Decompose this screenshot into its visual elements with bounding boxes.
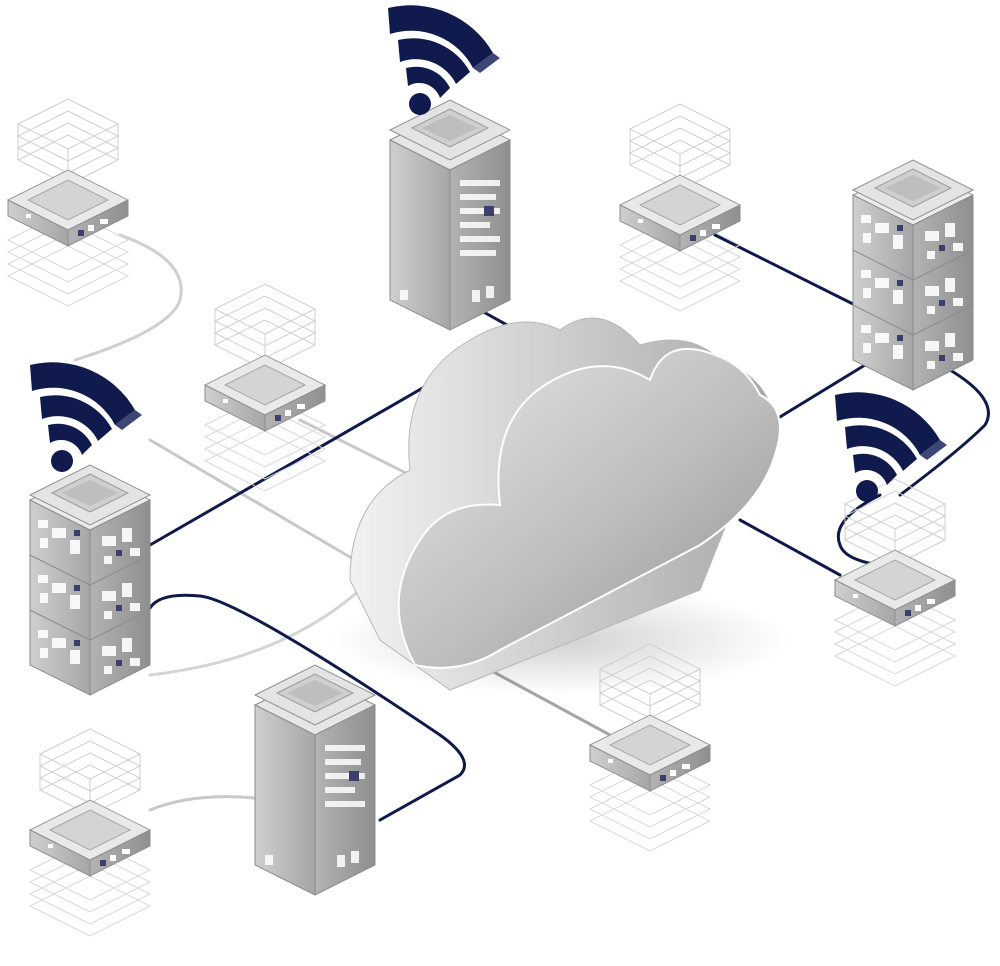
network-node-icon [619, 103, 741, 312]
network-node-icon [7, 98, 129, 307]
cloud-icon [330, 317, 790, 695]
network-node-icon [29, 728, 151, 937]
wifi-signal-icon [388, 5, 500, 115]
server-rack-icon [852, 159, 974, 391]
wifi-signal-icon [835, 392, 947, 502]
server-rack-icon [388, 99, 512, 331]
wifi-signal-icon [30, 362, 142, 472]
server-rack-icon [253, 664, 377, 896]
server-rack-icon [29, 464, 151, 696]
network-node-icon [204, 283, 326, 492]
